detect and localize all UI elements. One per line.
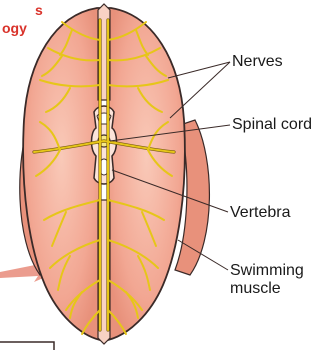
label-vertebra: Vertebra: [230, 204, 290, 222]
partial-box: [0, 342, 54, 350]
label-swimming-muscle-line1: Swimming: [230, 262, 304, 280]
label-swimming-muscle-line2: muscle: [230, 280, 281, 298]
heading-fragment-line1: s: [35, 2, 43, 18]
label-nerves: Nerves: [232, 53, 283, 71]
heading-fragment-line2: ogy: [2, 20, 27, 36]
label-spinal-cord: Spinal cord: [232, 116, 312, 134]
